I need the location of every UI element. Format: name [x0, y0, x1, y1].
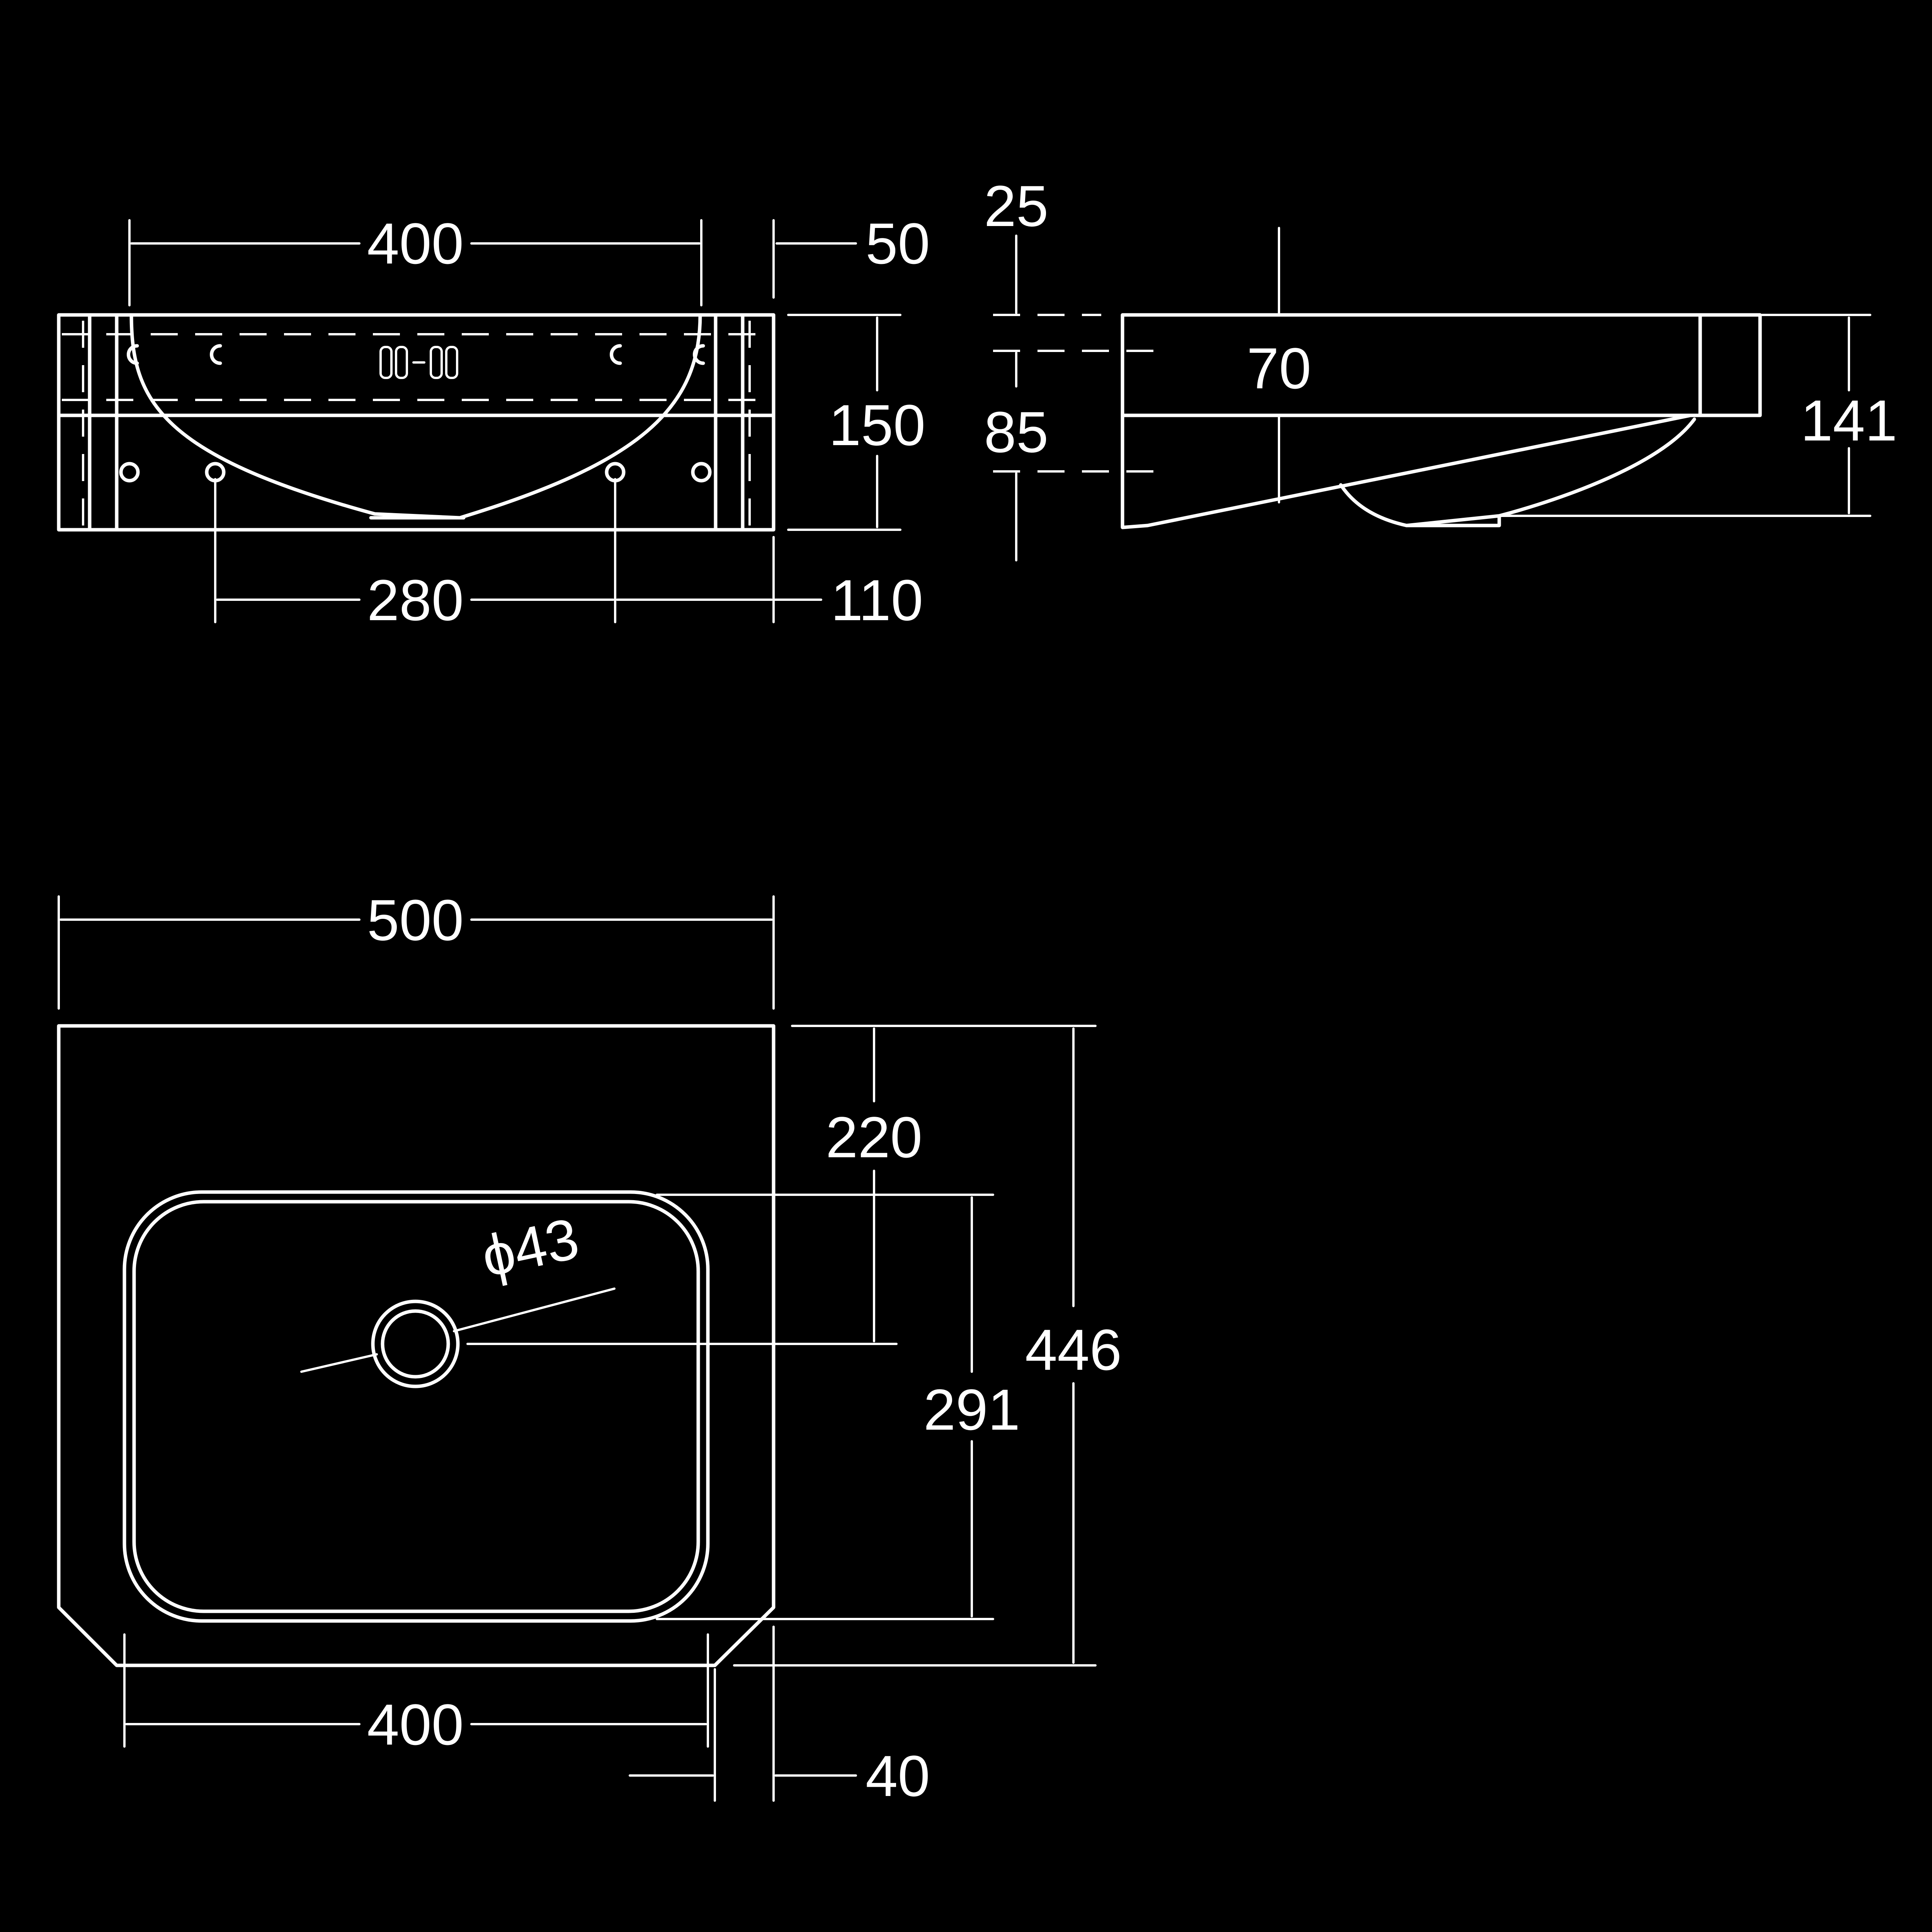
plan-bowl-outer — [122, 1190, 710, 1623]
plan-view-outline — [57, 1024, 776, 1667]
side-view-bowl-bottom — [1405, 514, 1501, 527]
dim-plan-width: 500 — [367, 888, 464, 952]
dim-side-height: 141 — [1801, 388, 1897, 453]
dim-plan-bowl-depth: 291 — [923, 1377, 1020, 1442]
dim-side-thickness: 70 — [1247, 336, 1311, 401]
dim-front-width: 400 — [367, 211, 464, 276]
side-view: 25 85 70 141 — [984, 173, 1897, 561]
dim-front-height: 150 — [829, 393, 925, 457]
front-view: 400 50 150 280 110 — [57, 211, 930, 633]
hook-icon — [610, 344, 622, 365]
dim-plan-drain-diameter: ϕ43 — [476, 1206, 584, 1289]
front-bowl-curve — [129, 313, 702, 520]
side-view-bowl-curve — [1339, 417, 1696, 527]
dim-plan-depth: 446 — [1025, 1317, 1122, 1382]
dim-plan-chamfer: 40 — [866, 1743, 930, 1808]
front-view-outline — [57, 313, 776, 532]
plan-view: 500 220 291 446 ϕ43 400 40 — [57, 888, 1122, 1808]
drain-outer-icon — [371, 1299, 460, 1388]
dim-side-top-offset: 25 — [984, 173, 1049, 238]
dim-front-holes-spacing: 280 — [367, 568, 464, 633]
hook-icon — [693, 344, 705, 365]
fixing-hole-icon — [691, 462, 712, 483]
side-view-rim — [1121, 313, 1762, 417]
overflow-slots-icon — [379, 346, 458, 379]
plan-bowl-inner — [132, 1200, 700, 1613]
side-view-underside — [1121, 413, 1692, 529]
hook-icon — [127, 344, 139, 365]
dim-side-lower: 85 — [984, 400, 1049, 464]
hook-icon — [210, 344, 222, 365]
dim-plan-drain-offset: 220 — [826, 1105, 922, 1170]
drain-inner-icon — [381, 1309, 450, 1379]
dim-front-right-holes: 110 — [831, 568, 923, 633]
fixing-hole-icon — [119, 462, 140, 483]
dim-plan-bowl-width: 400 — [367, 1692, 464, 1757]
dim-front-right-offset: 50 — [866, 211, 930, 276]
